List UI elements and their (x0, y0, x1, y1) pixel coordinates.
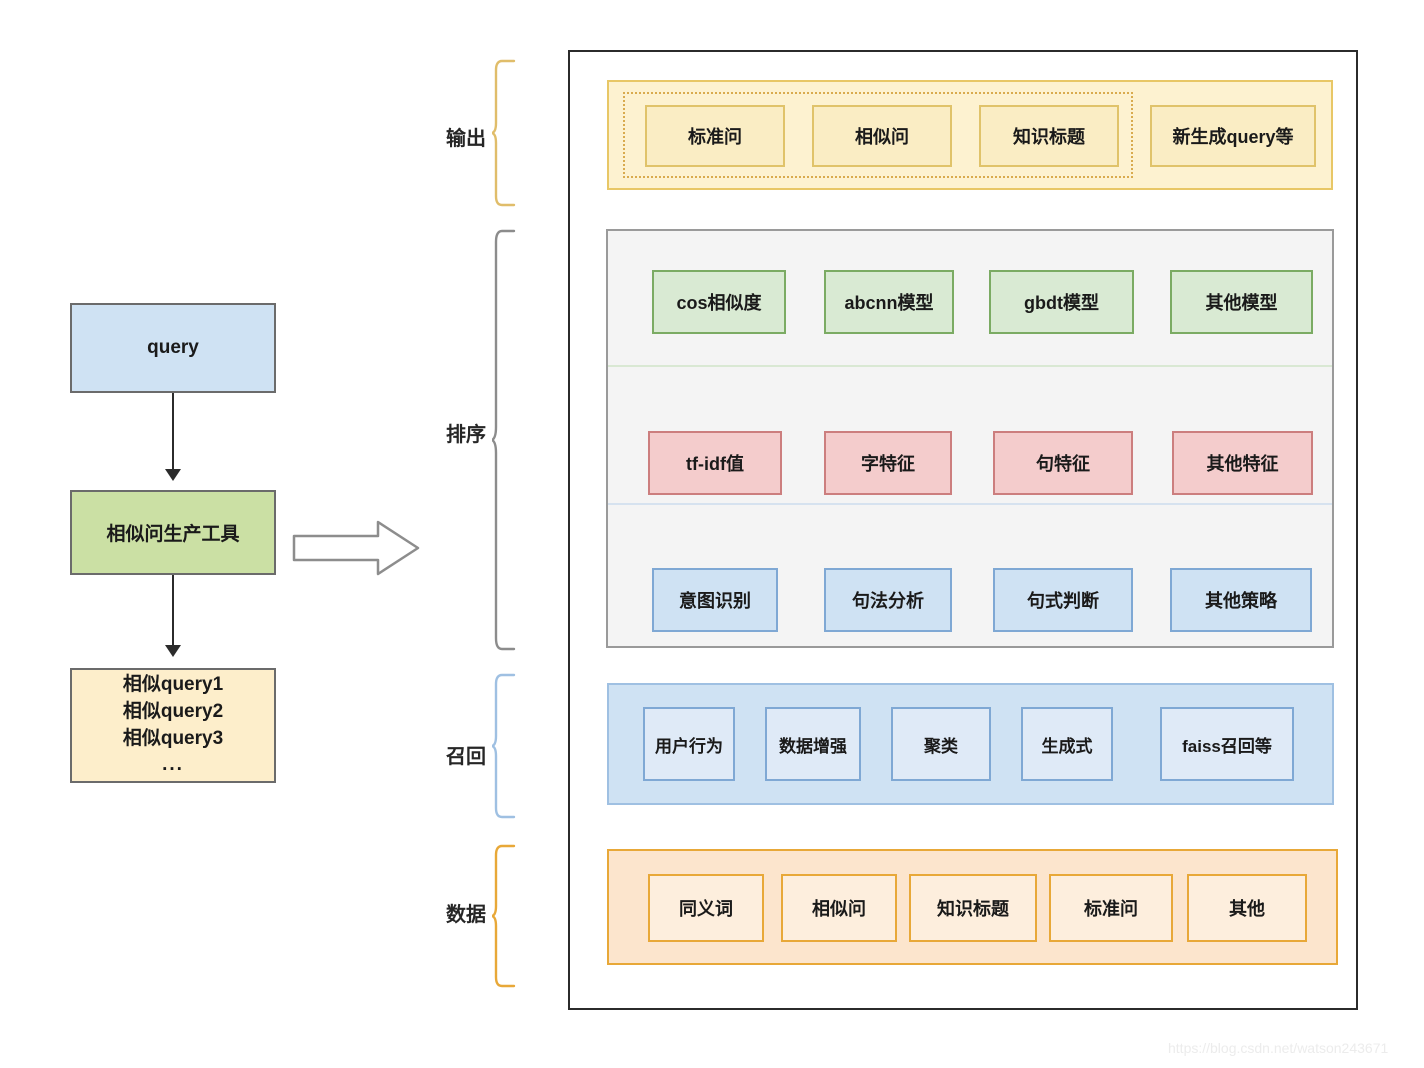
data-box-other: 其他 (1187, 874, 1307, 942)
brace-output (491, 58, 522, 213)
data-box-synonym: 同义词 (648, 874, 764, 942)
section-label-output: 输出 (446, 128, 486, 150)
watermark: https://blog.csdn.net/watson243671 (1168, 1040, 1389, 1056)
brace-data (491, 843, 522, 994)
output-box-new-generated-query: 新生成query等 (1150, 105, 1316, 167)
model-box-gbdt: gbdt模型 (989, 270, 1134, 334)
arrowhead-icon (165, 645, 181, 657)
feature-box-other: 其他特征 (1172, 431, 1313, 495)
strategy-box-sentence-pattern: 句式判断 (993, 568, 1133, 632)
output-box-standard-question: 标准问 (645, 105, 785, 167)
output-box-knowledge-title: 知识标题 (979, 105, 1119, 167)
recall-box-faiss: faiss召回等 (1160, 707, 1294, 781)
output-box-similar-question: 相似问 (812, 105, 952, 167)
data-box-similar-question: 相似问 (781, 874, 897, 942)
section-label-ranking: 排序 (446, 424, 486, 446)
recall-box-clustering: 聚类 (891, 707, 991, 781)
data-box-standard-question: 标准问 (1049, 874, 1173, 942)
connector-tool-to-output (172, 575, 174, 647)
ranking-divider (608, 503, 1332, 505)
strategy-box-intent-recognition: 意图识别 (652, 568, 778, 632)
similar-query-ellipsis: ... (162, 754, 184, 776)
similar-query-line: 相似query2 (122, 700, 224, 722)
arrowhead-icon (165, 469, 181, 481)
query-box: query (70, 303, 276, 393)
recall-box-generative: 生成式 (1021, 707, 1113, 781)
tool-box-label: 相似问生产工具 (106, 524, 240, 545)
section-label-data: 数据 (446, 904, 486, 926)
feature-box-char: 字特征 (824, 431, 952, 495)
recall-box-user-behavior: 用户行为 (643, 707, 735, 781)
feature-box-sentence: 句特征 (993, 431, 1133, 495)
similar-query-output-box: 相似query1 相似query2 相似query3 ... (70, 668, 276, 783)
feature-box-tfidf: tf-idf值 (648, 431, 782, 495)
model-box-cos-similarity: cos相似度 (652, 270, 786, 334)
recall-box-data-augmentation: 数据增强 (765, 707, 861, 781)
similar-query-line: 相似query1 (122, 673, 224, 695)
strategy-box-syntax-analysis: 句法分析 (824, 568, 952, 632)
query-box-label: query (147, 337, 199, 358)
section-label-recall: 召回 (446, 746, 486, 768)
strategy-box-other: 其他策略 (1170, 568, 1312, 632)
brace-ranking (489, 228, 522, 657)
ranking-divider (608, 365, 1332, 367)
brace-recall (491, 672, 522, 825)
similar-query-line: 相似query3 (122, 727, 224, 749)
connector-query-to-tool (172, 393, 174, 471)
model-box-abcnn: abcnn模型 (824, 270, 954, 334)
output-dashed-group (623, 92, 1133, 178)
data-box-knowledge-title: 知识标题 (909, 874, 1037, 942)
right-block-arrow-icon (292, 518, 422, 583)
similar-question-tool-box: 相似问生产工具 (70, 490, 276, 575)
model-box-other: 其他模型 (1170, 270, 1313, 334)
